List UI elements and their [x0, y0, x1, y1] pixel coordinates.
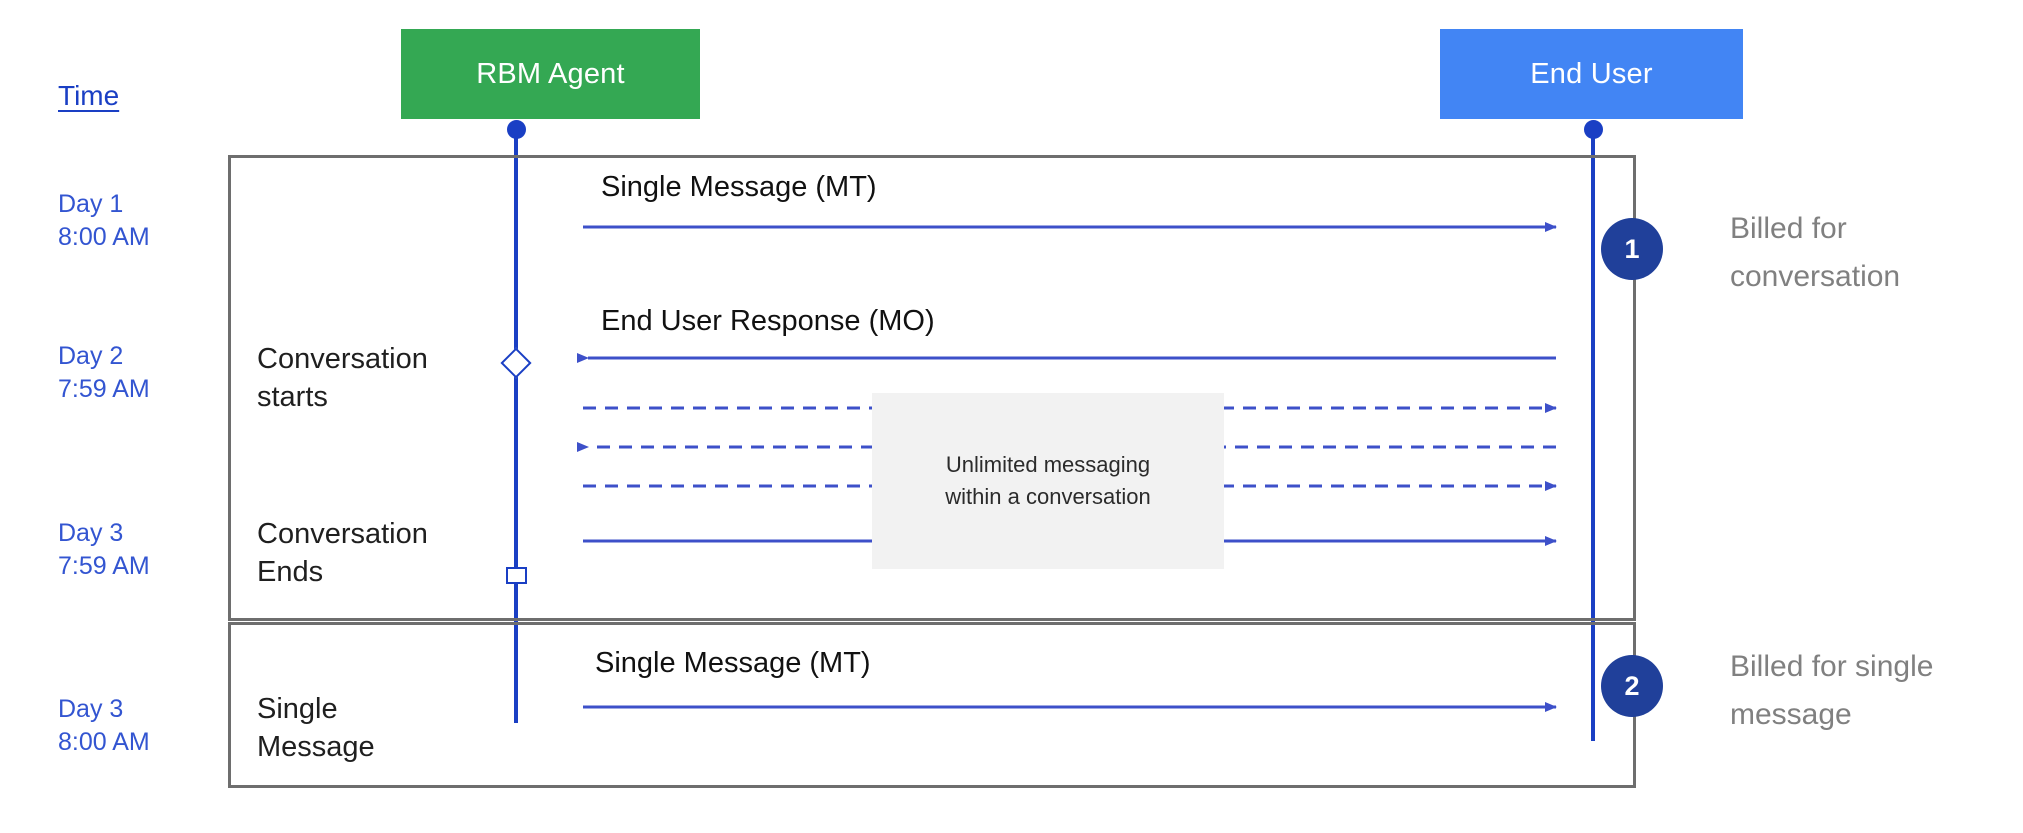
- lifeline-rbm-agent: [514, 127, 518, 723]
- time-entry-day3-759am: Day 3 7:59 AM: [58, 519, 150, 580]
- actor-end-user-label: End User: [1530, 57, 1653, 90]
- actor-rbm-agent-label: RBM Agent: [476, 57, 625, 90]
- actor-rbm-agent: RBM Agent: [401, 29, 700, 119]
- time-entry-day1-800am: Day 1 8:00 AM: [58, 190, 150, 251]
- status-badge-2: 2: [1601, 655, 1663, 717]
- billed-note-single-message: Billed for single message: [1730, 650, 1934, 731]
- status-badge-1: 1: [1601, 218, 1663, 280]
- actor-end-user: End User: [1440, 29, 1743, 119]
- lifeline-end-user: [1591, 127, 1595, 741]
- note-unlimited-messaging: Unlimited messaging within a conversatio…: [872, 393, 1224, 569]
- conversation-end-square-icon: [506, 567, 527, 584]
- status-badge-2-label: 2: [1624, 670, 1640, 701]
- note-unlimited-messaging-text: Unlimited messaging within a conversatio…: [945, 452, 1151, 509]
- label-conversation-starts: Conversation starts: [257, 343, 428, 413]
- time-axis-header: Time: [58, 80, 120, 111]
- frame-single-message: [228, 622, 1636, 788]
- message-caption-single-message-mt-1: Single Message (MT): [601, 171, 877, 203]
- label-conversation-ends: Conversation Ends: [257, 518, 428, 588]
- message-caption-single-message-mt-2: Single Message (MT): [595, 647, 871, 679]
- label-single-message: Single Message: [257, 693, 375, 763]
- time-entry-day2-759am: Day 2 7:59 AM: [58, 342, 150, 403]
- time-entry-day3-800am: Day 3 8:00 AM: [58, 695, 150, 756]
- status-badge-1-label: 1: [1624, 233, 1640, 264]
- billed-note-conversation: Billed for conversation: [1730, 212, 1901, 293]
- frame-conversation: [228, 155, 1636, 621]
- message-caption-end-user-response-mo: End User Response (MO): [601, 305, 935, 337]
